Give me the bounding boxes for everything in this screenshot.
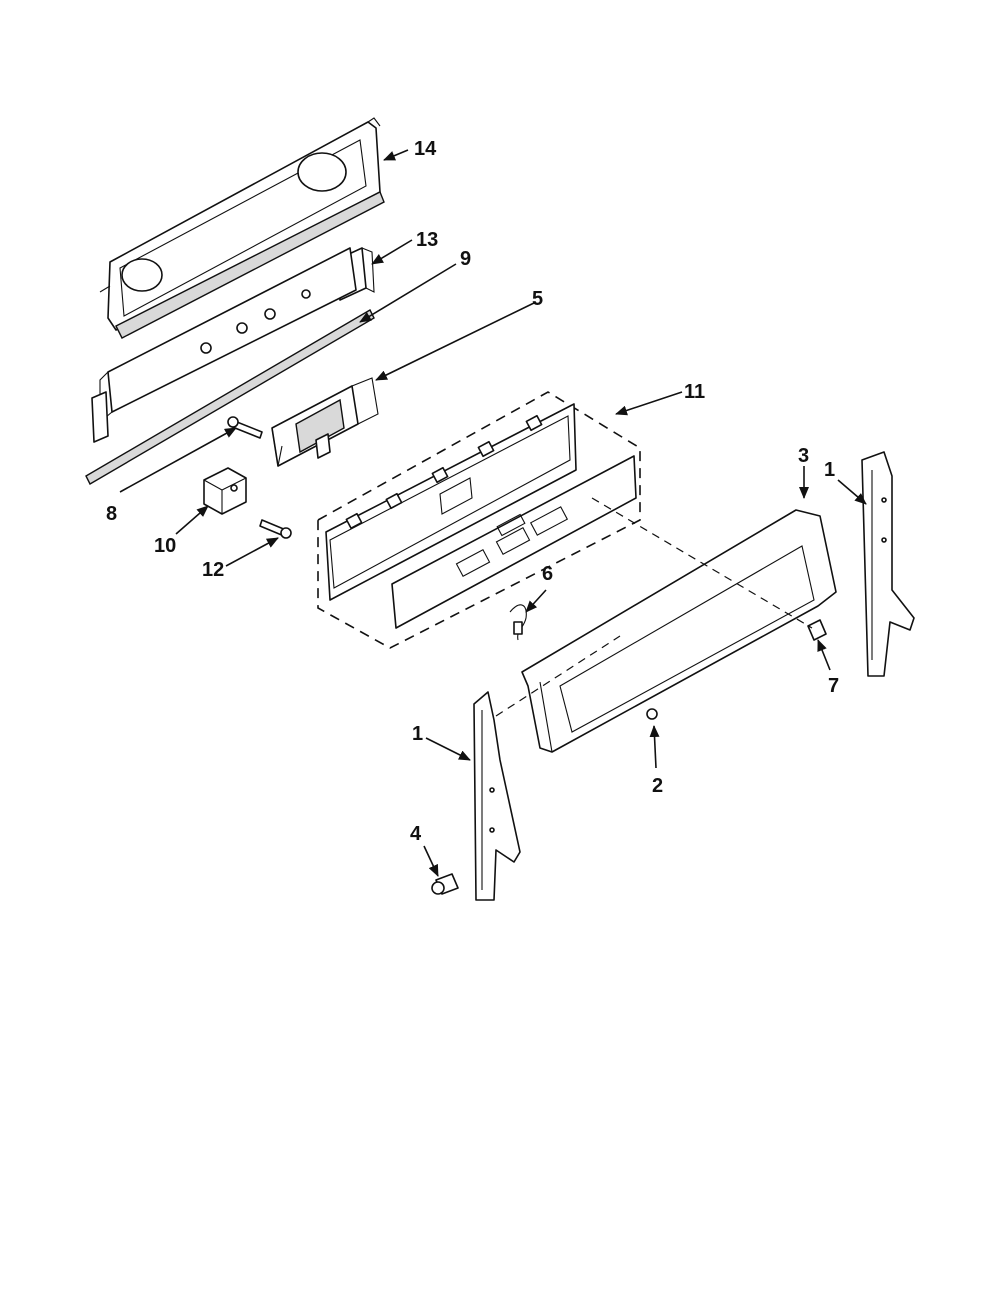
part-1-right-side-trim <box>861 451 915 677</box>
assembly-lines <box>495 497 813 717</box>
panel-hole <box>121 258 163 292</box>
part-14-rear-panel <box>99 117 385 339</box>
channel-hole <box>200 342 212 354</box>
channel-hole <box>236 322 248 334</box>
part-4-screw <box>431 873 459 895</box>
part-7-knob <box>807 619 827 641</box>
part-1-left-side-trim <box>473 691 521 901</box>
part-2-screw <box>646 708 658 720</box>
callout-3: 3 <box>798 445 809 467</box>
panel-hole <box>297 152 347 192</box>
part-10-terminal-block <box>203 467 247 515</box>
part-8-screw <box>227 416 263 439</box>
callout-12: 12 <box>202 559 224 581</box>
part-6-wire <box>509 604 527 641</box>
callout-8: 8 <box>106 503 117 525</box>
callout-6: 6 <box>542 563 553 585</box>
channel-hole <box>301 289 311 299</box>
callout-labels: 14 13 9 5 11 8 10 12 3 1 6 7 1 2 4 <box>106 138 839 845</box>
callout-4: 4 <box>410 823 422 845</box>
callout-13: 13 <box>416 229 438 251</box>
leader-lines <box>119 149 867 877</box>
callout-2: 2 <box>652 775 663 797</box>
callout-5: 5 <box>532 288 543 310</box>
callout-7: 7 <box>828 675 839 697</box>
callout-1-right: 1 <box>824 459 835 481</box>
callout-1-left: 1 <box>412 723 423 745</box>
callout-10: 10 <box>154 535 176 557</box>
keypad-buttons <box>455 506 569 577</box>
part-3-trim-frame <box>521 509 837 753</box>
callout-9: 9 <box>460 248 471 270</box>
channel-hole <box>264 308 276 320</box>
part-11-control-panel-assembly <box>317 391 641 649</box>
part-12-screw <box>259 519 292 539</box>
part-9-control-channel <box>85 247 375 485</box>
callout-11: 11 <box>684 381 705 403</box>
callout-14: 14 <box>414 138 437 160</box>
trim-strip <box>85 309 375 485</box>
part-5-control-board <box>271 377 379 467</box>
